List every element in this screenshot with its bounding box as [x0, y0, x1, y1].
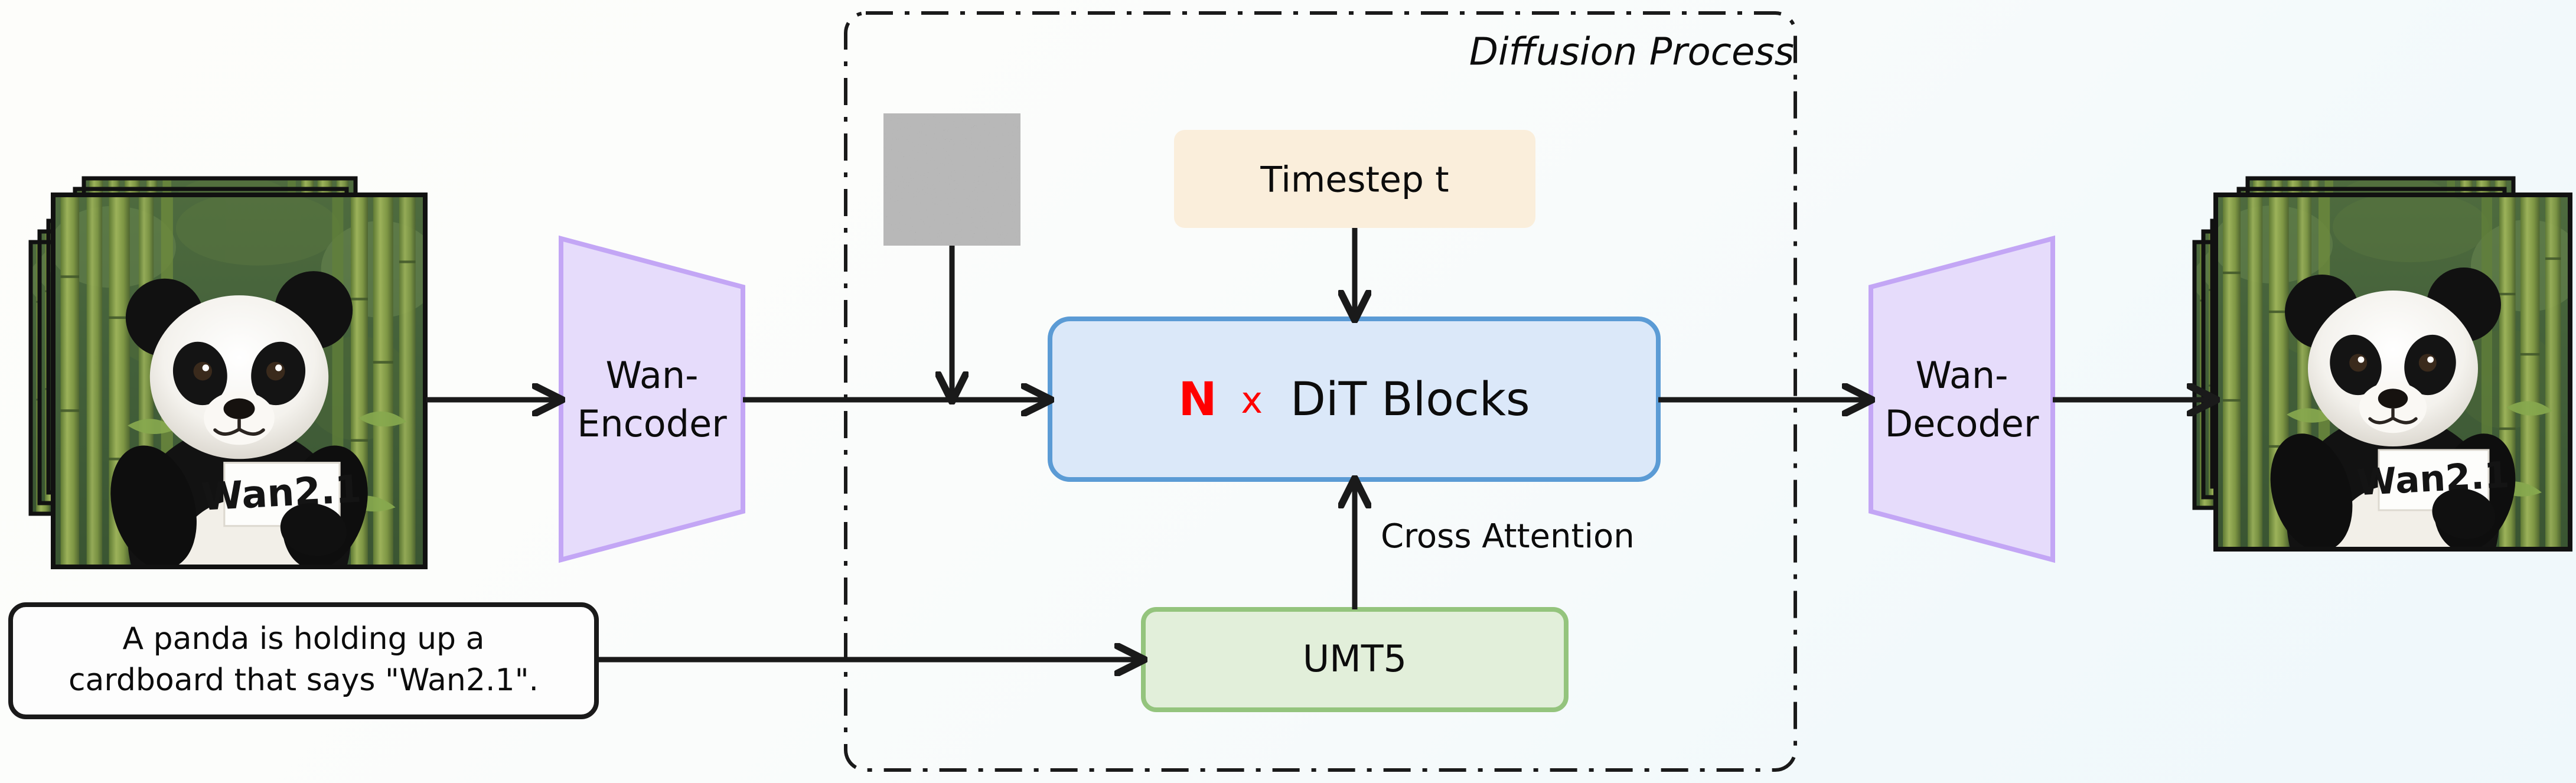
- wan-decoder-block[interactable]: Wan- Decoder: [1869, 235, 2055, 563]
- wan-decoder-label-line2: Decoder: [1885, 402, 2039, 445]
- output-video-frames: [2192, 176, 2572, 552]
- gaussian-noise-patch: [883, 113, 1020, 246]
- svg-text:N x DiT Blocks: N x DiT Blocks: [1178, 373, 1530, 426]
- wan-encoder-block[interactable]: Wan- Encoder: [559, 235, 745, 563]
- diffusion-process-title: Diffusion Process: [1469, 31, 1794, 74]
- dit-multiplier: x: [1241, 379, 1263, 422]
- diffusion-process-boundary: [844, 11, 1797, 772]
- umt5-label: UMT5: [1303, 637, 1407, 680]
- dit-n-prefix: N: [1178, 373, 1217, 426]
- input-video-frames: [28, 176, 428, 569]
- umt5-block[interactable]: UMT5: [1141, 607, 1569, 712]
- prompt-box[interactable]: A panda is holding up a cardboard that s…: [8, 602, 599, 719]
- cross-attention-label: Cross Attention: [1381, 517, 1635, 556]
- wan-encoder-label-line1: Wan-: [606, 354, 699, 397]
- prompt-line-1: A panda is holding up a: [123, 621, 485, 657]
- dit-blocks-block[interactable]: N x DiT Blocks: [1048, 317, 1661, 482]
- timestep-block[interactable]: Timestep t: [1174, 130, 1535, 228]
- prompt-line-2: cardboard that says "Wan2.1".: [69, 663, 539, 698]
- timestep-label: Timestep t: [1260, 159, 1449, 201]
- wan-encoder-label-line2: Encoder: [577, 402, 727, 445]
- wan-decoder-label-line1: Wan-: [1916, 354, 2008, 397]
- edge-umt5-to-dit: Cross Attention: [1355, 483, 1635, 609]
- dit-blocks-label: DiT Blocks: [1290, 373, 1530, 426]
